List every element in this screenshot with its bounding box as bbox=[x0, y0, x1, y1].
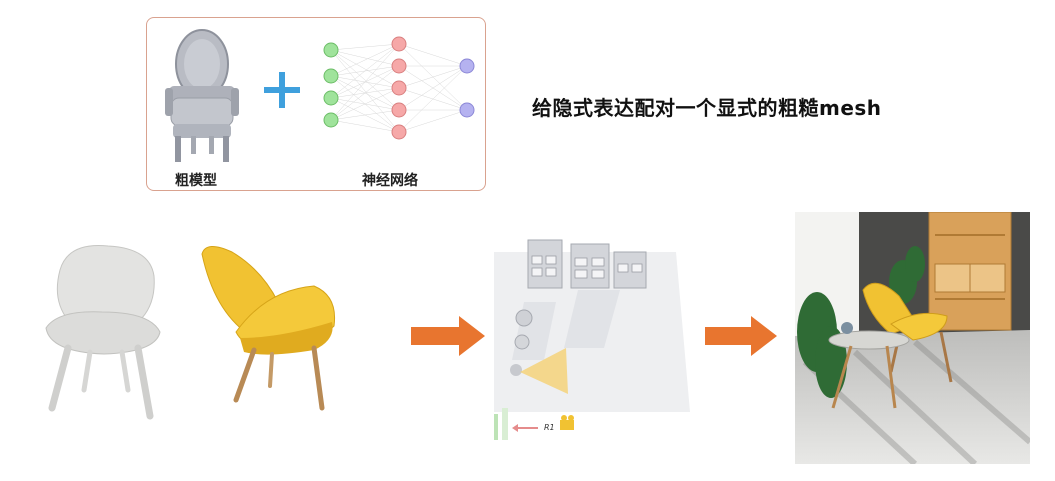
textured-white-chair-image bbox=[45, 245, 161, 420]
scene-layout-render: R1 bbox=[492, 230, 690, 444]
camera-icon bbox=[558, 416, 576, 434]
right-arrow-icon bbox=[705, 316, 777, 356]
neural-network-diagram bbox=[323, 36, 475, 140]
plus-icon bbox=[264, 72, 300, 108]
yellow-chair-image bbox=[201, 246, 336, 411]
photoreal-room-render bbox=[795, 212, 1030, 464]
camera-label: R1 bbox=[544, 423, 555, 432]
neural-network-label: 神经网络 bbox=[362, 173, 418, 189]
method-panel: 粗模型 神经网络 bbox=[146, 17, 486, 191]
right-arrow-icon bbox=[411, 316, 485, 356]
coarse-model-label: 粗模型 bbox=[175, 173, 217, 189]
headline-text: 给隐式表达配对一个显式的粗糙mesh bbox=[532, 96, 882, 120]
coarse-chair-image bbox=[165, 29, 239, 162]
